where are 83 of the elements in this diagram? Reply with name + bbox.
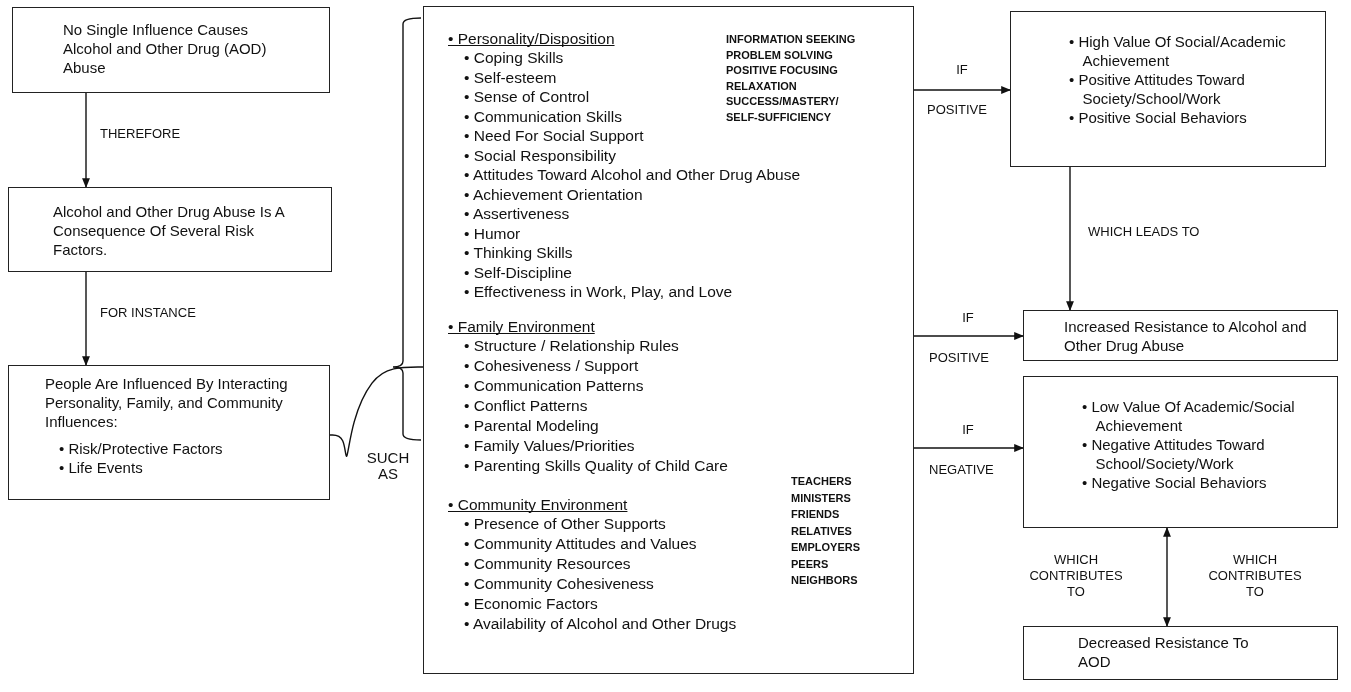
list-item: • Positive Social Behaviors <box>1069 108 1248 127</box>
list-item: • Communication Skills <box>464 107 622 126</box>
list-item: • Community Resources <box>464 555 631 573</box>
factor-list-box <box>423 6 914 674</box>
edge-label: SUCH AS <box>365 450 411 482</box>
bracket-list-item: RELATIVES <box>791 523 852 538</box>
condition-label: POSITIVE <box>929 350 989 366</box>
list-item: • Family Values/Priorities <box>464 437 635 455</box>
process-box <box>8 187 332 272</box>
box-text: Decreased Resistance To AOD <box>1078 633 1250 671</box>
list-item: • Life Events <box>59 458 144 477</box>
connector <box>329 366 424 457</box>
list-item: • Thinking Skills <box>464 244 573 262</box>
bracket-list-item: EMPLOYERS <box>791 540 861 554</box>
list-item: • Parenting Skills Quality of Child Care <box>464 457 728 475</box>
list-item: • Community Attitudes and Values <box>464 535 697 553</box>
list-item: • Self-esteem <box>464 68 557 87</box>
connector <box>913 332 1024 340</box>
process-box <box>8 365 330 500</box>
bracket-list-item: TEACHERS <box>791 474 852 488</box>
bracket-list-item: PEERS <box>791 556 829 571</box>
edge-label: WHICH LEADS TO <box>1088 224 1201 240</box>
connector <box>82 271 90 366</box>
list-item: • Attitudes Toward Alcohol and Other Drug Abuse <box>464 166 800 184</box>
list-item: • Economic Factors <box>464 595 598 613</box>
connector <box>913 86 1011 94</box>
list-item: • Sense of Control <box>464 88 590 106</box>
list-item: • Humor <box>464 224 521 243</box>
list-item: • Negative Social Behaviors <box>1082 473 1268 492</box>
bracket-list-item: NEIGHBORS <box>791 573 858 587</box>
connector <box>1163 527 1171 627</box>
condition-label: WHICH CONTRIBUTES TO <box>1207 552 1303 600</box>
list-item: • Social Responsibility <box>464 146 616 165</box>
condition-label: POSITIVE <box>927 102 987 118</box>
edge-label: THEREFORE <box>100 126 182 142</box>
condition-label: NEGATIVE <box>929 462 994 478</box>
bracket-list-item: POSITIVE FOCUSING <box>726 63 838 77</box>
bracket-list-item: SELF-SUFFICIENCY <box>726 109 832 124</box>
list-item: • Achievement Orientation <box>464 185 643 204</box>
list-item: • Need For Social Support <box>464 127 644 145</box>
list-item: • Positive Attitudes Toward Society/School/Work <box>1069 70 1246 108</box>
bracket-list-item: RELAXATION <box>726 78 797 93</box>
list-item: • High Value Of Social/Academic Achievement <box>1069 32 1287 70</box>
list-item: • Community Cohesiveness <box>464 575 654 593</box>
bracket-list-item: FRIENDS <box>791 507 840 521</box>
process-box <box>12 7 330 93</box>
edge-label: IF <box>961 310 975 326</box>
bracket-list-item: SUCCESS/MASTERY/ <box>726 94 839 108</box>
list-item: • Self-Discipline <box>464 263 572 282</box>
list-item: • Parental Modeling <box>464 417 599 435</box>
list-item: • Negative Attitudes Toward School/Society/Work <box>1082 435 1266 473</box>
list-item: • Presence of Other Supports <box>464 515 666 533</box>
list-item: • Cohesiveness / Support <box>464 357 639 375</box>
edge-label: WHICH CONTRIBUTES TO <box>1028 552 1124 600</box>
process-box <box>1023 310 1338 361</box>
edge-label: IF <box>961 422 975 438</box>
process-box <box>1023 376 1338 528</box>
connector <box>1066 166 1074 311</box>
box-text: Alcohol and Other Drug Abuse Is A Consequence Of Several Risk Factors. <box>53 202 286 259</box>
bracket-list-item: INFORMATION SEEKING <box>726 32 856 46</box>
edge-label: FOR INSTANCE <box>100 305 197 321</box>
list-item: • Conflict Patterns <box>464 397 588 415</box>
process-box <box>1010 11 1326 167</box>
section-heading: • Family Environment <box>448 318 595 336</box>
list-item: • Assertiveness <box>464 205 570 223</box>
bracket-list-item: MINISTERS <box>791 490 851 505</box>
box-text: Increased Resistance to Alcohol and Other Drug Abuse <box>1064 317 1308 355</box>
connector <box>82 92 90 188</box>
list-item: • Availability of Alcohol and Other Drugs <box>464 615 737 633</box>
connector <box>913 444 1024 452</box>
list-item: • Coping Skills <box>464 49 564 67</box>
list-item: • Structure / Relationship Rules <box>464 337 679 355</box>
section-heading: • Personality/Disposition <box>448 30 615 48</box>
bracket-list-item: PROBLEM SOLVING <box>726 47 833 62</box>
edge-label: IF <box>955 62 969 78</box>
box-text: People Are Influenced By Interacting Personality, Family, and Community Influences: <box>45 374 289 431</box>
list-item: • Effectiveness in Work, Play, and Love <box>464 283 733 301</box>
list-item: • Communication Patterns <box>464 377 644 395</box>
box-text: No Single Influence Causes Alcohol and Other Drug (AOD) Abuse <box>63 20 268 77</box>
list-item: • Low Value Of Academic/Social Achievement <box>1082 397 1296 435</box>
process-box <box>1023 626 1338 680</box>
section-heading: • Community Environment <box>448 496 628 514</box>
list-item: • Risk/Protective Factors <box>59 439 224 458</box>
